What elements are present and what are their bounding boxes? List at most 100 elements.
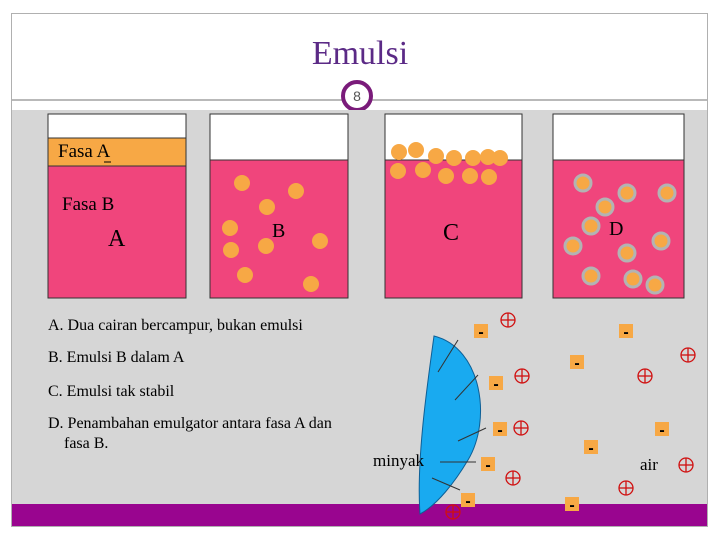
beaker-d-letter: D bbox=[609, 218, 624, 240]
beaker-a-top-phase bbox=[47, 137, 187, 167]
minus-charge-box bbox=[655, 422, 669, 436]
beaker-c-droplets bbox=[390, 142, 508, 185]
beaker-b-droplets bbox=[222, 175, 328, 292]
droplet bbox=[462, 168, 478, 184]
minus-charge-box bbox=[481, 457, 495, 471]
slide-frame bbox=[11, 13, 708, 527]
droplet bbox=[480, 149, 496, 165]
emulsifier-tails bbox=[431, 339, 487, 491]
coated-droplet bbox=[617, 243, 637, 263]
minus-sign: - bbox=[465, 493, 470, 510]
droplet bbox=[446, 150, 462, 166]
minus-sign: - bbox=[623, 324, 628, 341]
minus-charge-box bbox=[570, 355, 584, 369]
coated-droplet bbox=[563, 236, 583, 256]
droplet bbox=[465, 150, 481, 166]
droplet bbox=[303, 276, 319, 292]
beaker-c-liquid bbox=[384, 159, 523, 299]
plus-charge-icon bbox=[505, 470, 521, 486]
plus-charge-icon bbox=[513, 420, 529, 436]
minus-charge-box bbox=[619, 324, 633, 338]
caption-d: D. Penambahan emulgator antara fasa A da… bbox=[48, 415, 332, 432]
oil-label: minyak bbox=[373, 451, 424, 470]
minus-charge-box bbox=[565, 497, 579, 511]
coated-droplet bbox=[617, 183, 637, 203]
beaker-c-letter: C bbox=[443, 220, 460, 246]
coated-droplet bbox=[657, 183, 677, 203]
oil-droplet bbox=[418, 335, 481, 515]
plus-charge-icon bbox=[500, 312, 516, 328]
coated-droplet bbox=[595, 197, 615, 217]
droplet bbox=[428, 148, 444, 164]
minus-charges bbox=[461, 324, 669, 511]
caption-b: B. Emulsi B dalam A bbox=[48, 349, 185, 366]
minus-sign: - bbox=[478, 324, 483, 341]
minus-sign: - bbox=[588, 440, 593, 457]
plus-charge-icon bbox=[637, 368, 653, 384]
minus-charge-box bbox=[474, 324, 488, 338]
plus-charge-icon bbox=[514, 368, 530, 384]
fasa-b-label: Fasa B bbox=[62, 194, 115, 215]
fasa-a-label: Fasa A bbox=[58, 141, 111, 162]
droplet bbox=[237, 267, 253, 283]
beaker-b-letter: B bbox=[272, 220, 286, 242]
coated-droplet bbox=[573, 173, 593, 193]
beaker-a-air bbox=[47, 113, 187, 139]
beaker-d bbox=[552, 113, 685, 299]
droplet bbox=[234, 175, 250, 191]
footer-bar bbox=[12, 504, 707, 526]
emulsifier-tail bbox=[454, 374, 479, 401]
droplet bbox=[481, 169, 497, 185]
droplet bbox=[288, 183, 304, 199]
minus-sign: - bbox=[497, 422, 502, 439]
minus-sign: - bbox=[569, 497, 574, 514]
minus-charge-box bbox=[584, 440, 598, 454]
beaker-c bbox=[384, 113, 523, 299]
plus-charge-icon bbox=[618, 480, 634, 496]
droplet bbox=[223, 242, 239, 258]
minus-sign: - bbox=[493, 376, 498, 393]
emulsifier-tail bbox=[431, 477, 461, 491]
plus-charge-icon bbox=[678, 457, 694, 473]
water-label: air bbox=[640, 455, 658, 474]
beaker-b bbox=[209, 113, 349, 299]
plus-charge-icon bbox=[445, 504, 461, 520]
droplet bbox=[258, 238, 274, 254]
droplet bbox=[415, 162, 431, 178]
droplet bbox=[492, 150, 508, 166]
coated-droplet bbox=[651, 231, 671, 251]
minus-charge-box bbox=[489, 376, 503, 390]
plus-charge-icon bbox=[680, 347, 696, 363]
minus-charge-box bbox=[461, 493, 475, 507]
beaker-a-bottom-phase bbox=[47, 165, 187, 299]
coated-droplet bbox=[581, 266, 601, 286]
coated-droplet bbox=[623, 269, 643, 289]
caption-a: A. Dua cairan bercampur, bukan emulsi bbox=[48, 317, 303, 334]
minus-sign: - bbox=[574, 355, 579, 372]
beaker-d-air bbox=[552, 113, 685, 161]
beaker-a bbox=[47, 113, 187, 299]
droplet bbox=[259, 199, 275, 215]
coated-droplet bbox=[581, 216, 601, 236]
caption-c: C. Emulsi tak stabil bbox=[48, 383, 175, 400]
emulsifier-tail bbox=[437, 339, 459, 373]
beaker-a-letter: A bbox=[108, 226, 126, 252]
plus-charges bbox=[445, 312, 696, 520]
droplet bbox=[390, 163, 406, 179]
droplet bbox=[312, 233, 328, 249]
minus-signs: - - - - - - - - - - bbox=[465, 324, 664, 514]
beaker-b-air bbox=[209, 113, 349, 161]
droplet bbox=[222, 220, 238, 236]
droplet bbox=[438, 168, 454, 184]
minus-sign: - bbox=[659, 422, 664, 439]
droplet bbox=[391, 144, 407, 160]
droplet bbox=[408, 142, 424, 158]
slide-title: Emulsi bbox=[311, 35, 409, 72]
minus-charge-box bbox=[493, 422, 507, 436]
minus-sign: - bbox=[485, 457, 490, 474]
emulsifier-tail bbox=[457, 427, 487, 442]
beaker-d-droplets bbox=[563, 173, 677, 295]
coated-droplet bbox=[645, 275, 665, 295]
caption-d-cont: fasa B. bbox=[64, 435, 109, 452]
